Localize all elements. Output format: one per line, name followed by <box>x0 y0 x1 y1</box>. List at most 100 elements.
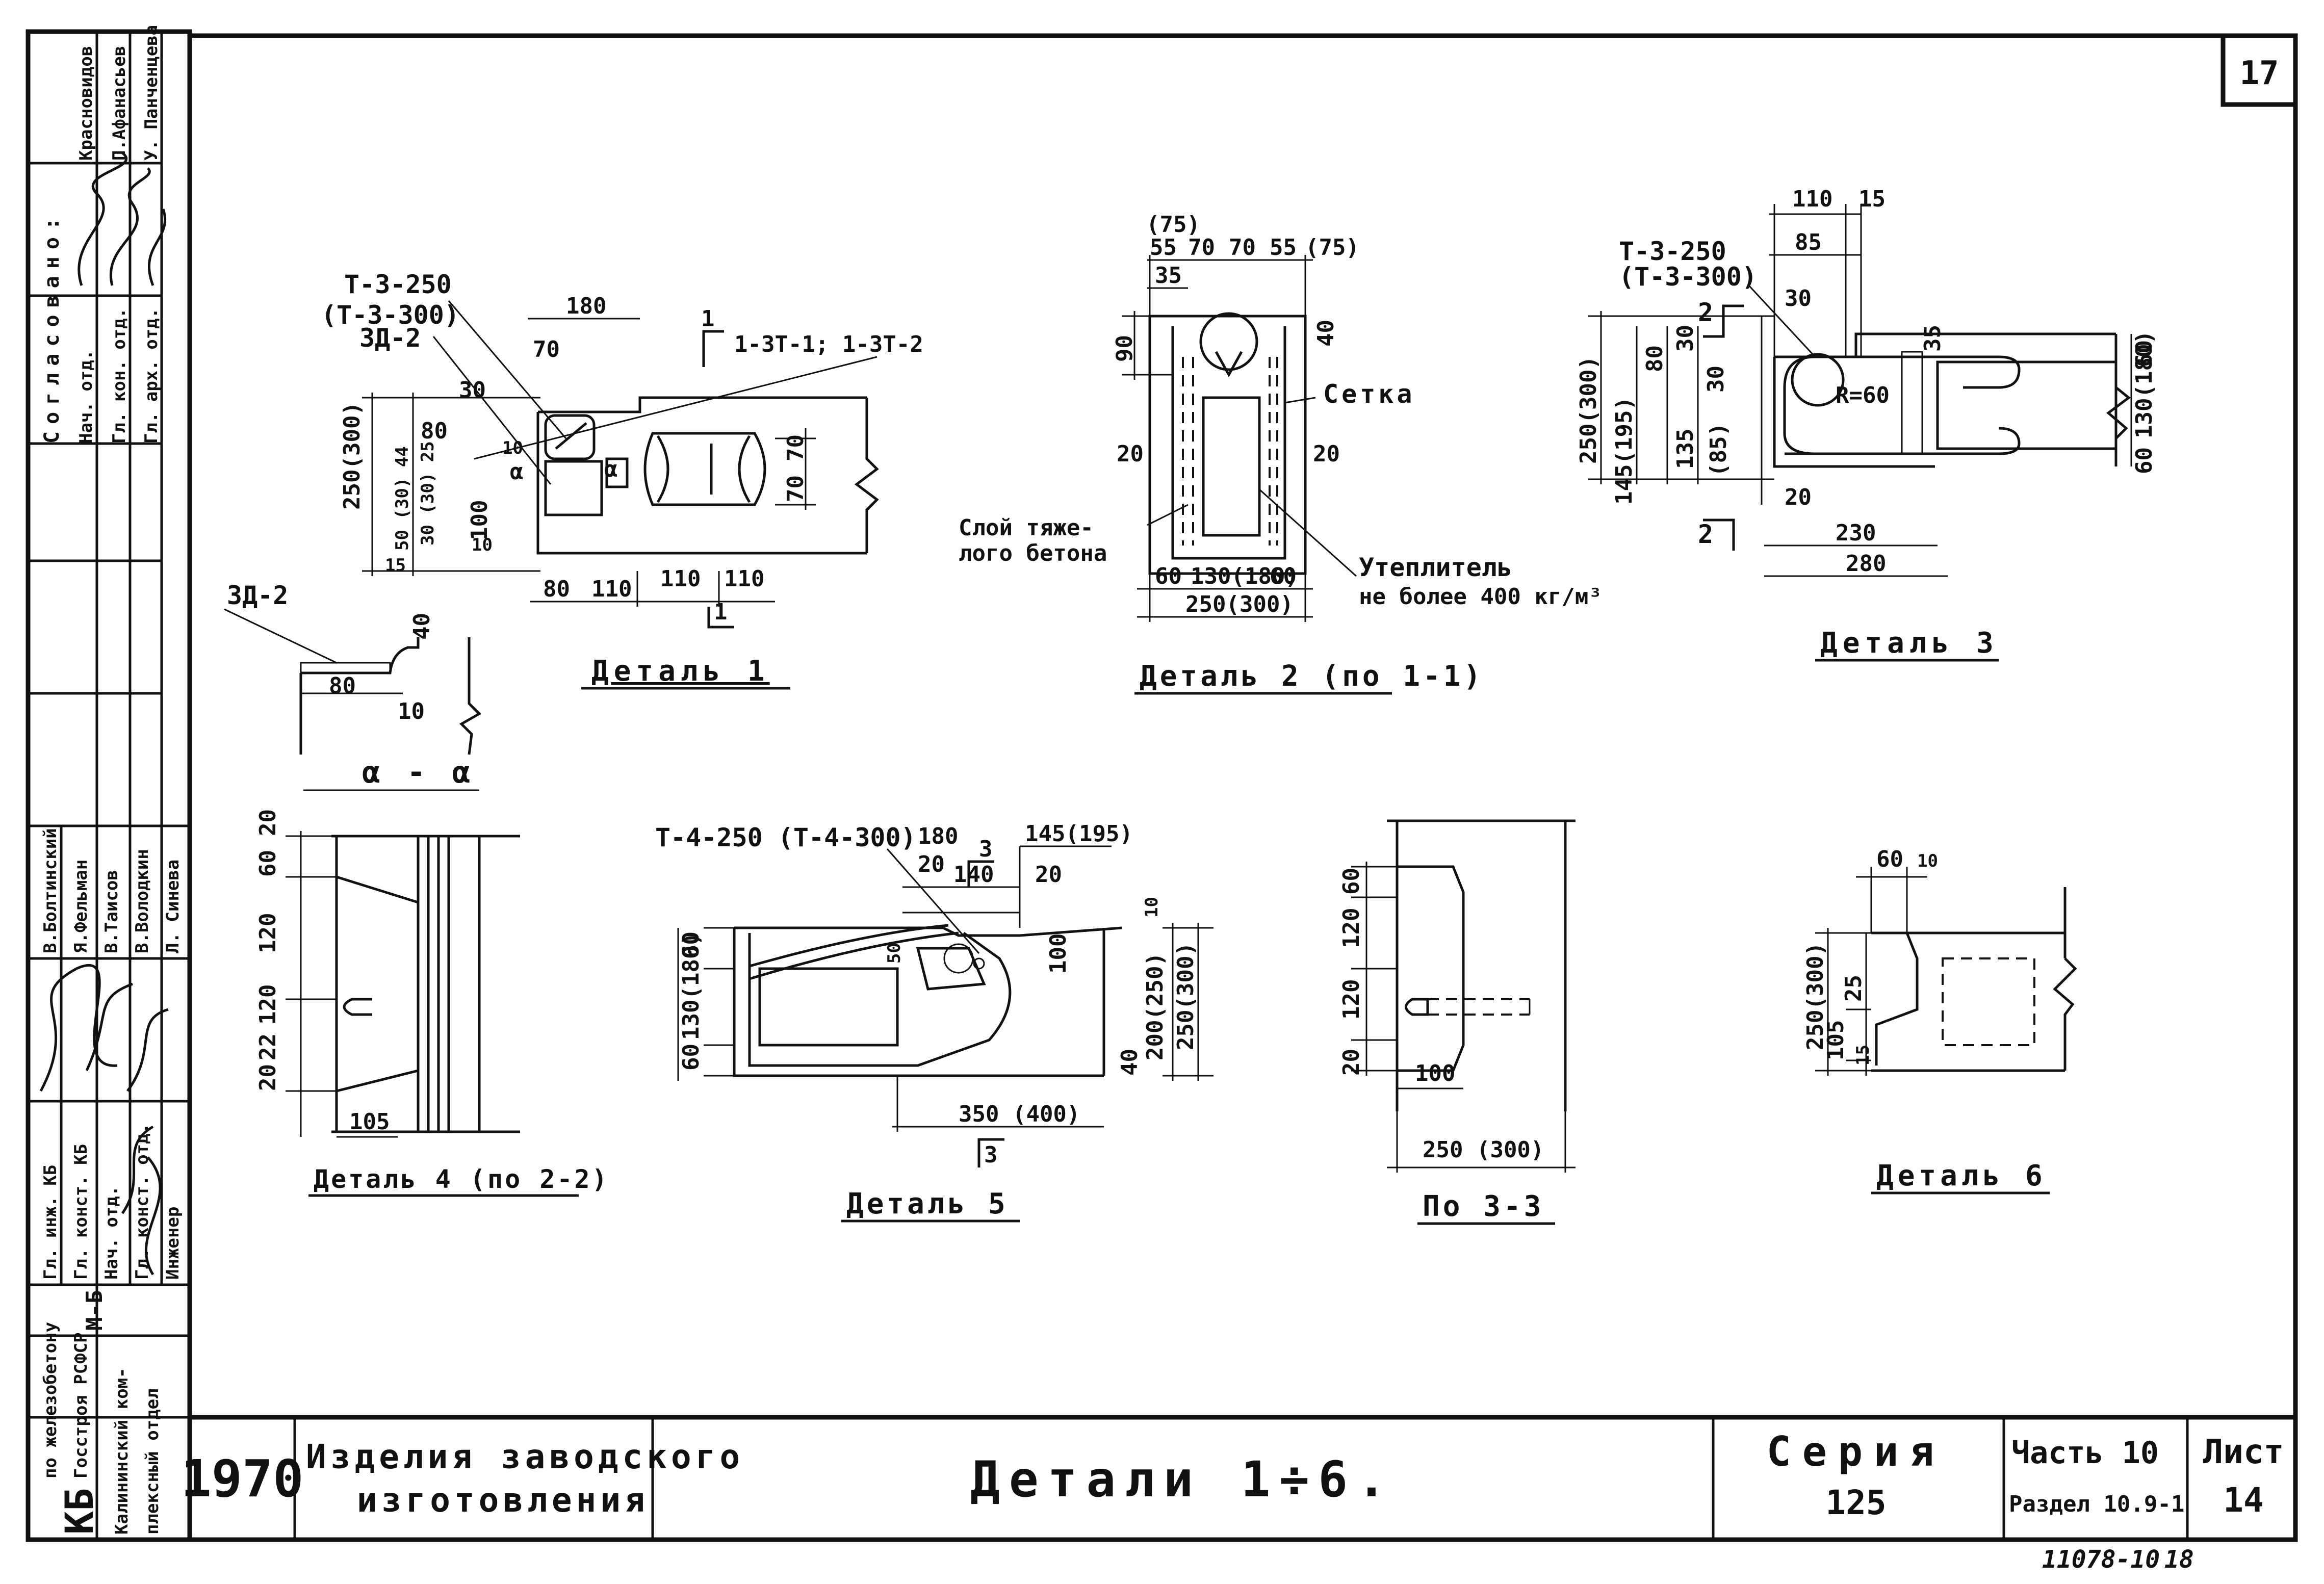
dept-line-1: Калининский ком- <box>112 1367 132 1535</box>
series-label: Серия <box>1767 1428 1946 1475</box>
sig-name-4: В.Володкин <box>132 849 152 953</box>
dept-line-2: плексный отдел <box>142 1388 163 1535</box>
sig-name-3: В.Таисов <box>101 870 122 953</box>
handwritten-signatures <box>39 152 169 1276</box>
sig-role-5: Инженер <box>163 1207 183 1280</box>
d6-dim-25: 25 <box>1841 975 1867 1002</box>
d33-dim-250-300: 250 (300) <box>1423 1137 1544 1163</box>
d4-dim-120-b: 120 <box>255 984 281 1025</box>
sig-name-1: В.Болтинский <box>40 828 61 953</box>
approval-role-1: Нач. отд. <box>76 350 96 444</box>
d33-dim-20: 20 <box>1338 1049 1364 1076</box>
stamp-number: 11078-10 <box>2042 1545 2160 1574</box>
d1-dim-110-b: 110 <box>660 566 701 592</box>
approval-name-3: У. Панченцева <box>141 25 162 161</box>
d6-dim-60: 60 <box>1876 846 1903 872</box>
d1-dim-100: 100 <box>467 500 493 540</box>
d2-dim-20-right: 20 <box>1313 441 1340 467</box>
d3-dim-280: 280 <box>1846 551 1886 577</box>
detail-3 <box>1588 204 2132 577</box>
d2-label-mesh: Сетка <box>1323 379 1415 409</box>
detail-6 <box>1815 867 2077 1076</box>
d1-dim-30-30-25: 30 (30) 25 <box>418 441 438 546</box>
daa-dim-10: 10 <box>398 698 425 724</box>
d33-dim-100: 100 <box>1415 1060 1455 1086</box>
d1-dim-15: 15 <box>385 555 406 576</box>
d5-dim-10: 10 <box>1142 897 1162 918</box>
d2-title: Деталь 2 (по 1-1) <box>1140 660 1484 693</box>
d3-dim-20: 20 <box>1785 484 1812 510</box>
d1-dim-70: 70 <box>533 336 560 362</box>
d2-label-insulation: Утеплитель <box>1359 553 1512 582</box>
d5-dim-40: 40 <box>1117 1049 1143 1076</box>
sig-role-2: Гл. конст. КБ <box>71 1144 91 1280</box>
d6-dim-250-300: 250(300) <box>1802 942 1828 1050</box>
d1-dim-30: 30 <box>459 377 486 403</box>
d2-dim-70-left: 70 <box>1188 235 1215 261</box>
org-line-1: по железобетону <box>40 1322 61 1478</box>
detail-1 <box>362 300 879 629</box>
drawing-title: Детали 1÷6. <box>970 1451 1396 1508</box>
sig-role-3: Нач. отд. <box>101 1186 122 1280</box>
d2-dim-75-right: (75) <box>1305 235 1359 261</box>
d1-dim-250-300: 250(300) <box>339 402 365 510</box>
d3-dim-35: 35 <box>1920 325 1946 352</box>
d5-dim-130-180: 130(180) <box>678 932 704 1040</box>
d5-dim-250-300: 250(300) <box>1173 942 1199 1050</box>
d2-label-heavy-concrete-2: лого бетона <box>959 540 1107 566</box>
d1-section-mark-top: 1 <box>701 306 715 332</box>
d5-dim-200-250: 200(250) <box>1142 952 1168 1060</box>
d3-section-mark-bottom: 2 <box>1698 520 1713 549</box>
daa-dim-80: 80 <box>329 673 356 699</box>
d4-dim-20-top: 20 <box>255 809 281 836</box>
d2-dim-90: 90 <box>1112 335 1138 362</box>
d4-dim-105: 105 <box>349 1109 390 1135</box>
d3-label-t3-250: Т-3-250 <box>1619 237 1726 266</box>
d1-dim-10-b: 10 <box>472 535 493 555</box>
d5-dim-50: 50 <box>884 943 905 964</box>
d3-dim-30-b: 30 <box>1703 366 1729 393</box>
daa-title: α - α <box>362 755 475 790</box>
d4-title: Деталь 4 (по 2-2) <box>314 1164 609 1194</box>
d1-title: Деталь 1 <box>591 655 770 688</box>
d2-dim-20-left: 20 <box>1117 441 1144 467</box>
d2-dim-60-right: 60 <box>1270 563 1297 589</box>
d1-dim-70-a: 70 <box>783 434 809 461</box>
d33-dim-60: 60 <box>1338 868 1364 895</box>
d5-title: Деталь 5 <box>846 1187 1009 1221</box>
approval-role-2: Гл. кон. отд. <box>109 308 130 444</box>
org-abbr: КБ <box>57 1488 102 1535</box>
d3-dim-30-a: 30 <box>1672 325 1698 352</box>
sig-name-2: Я.Фельман <box>71 860 91 953</box>
product-line-2: изготовления <box>357 1481 649 1520</box>
d1-dim-110-a: 110 <box>591 576 632 602</box>
d5-dim-60-top: 60 <box>678 931 704 958</box>
d33-dim-120-b: 120 <box>1338 979 1364 1020</box>
d3-dim-135: 135 <box>1672 429 1698 469</box>
d33-dim-120-a: 120 <box>1338 908 1364 948</box>
detail-5 <box>677 845 1213 1167</box>
approval-name-2: П.Афанасьев <box>109 46 130 161</box>
d5-dim-145-195: 145(195) <box>1025 821 1133 847</box>
d3-dim-145-195: 145(195) <box>1611 397 1637 505</box>
sheet-number: 17 <box>2239 55 2279 92</box>
d5-dim-100: 100 <box>1045 933 1071 974</box>
d2-dim-60-left: 60 <box>1155 563 1182 589</box>
d3-section-mark-top: 2 <box>1698 298 1713 327</box>
d2-dim-55-right: 55 <box>1270 235 1297 261</box>
d5-dim-20-right: 20 <box>1035 862 1062 888</box>
detail-alpha-alpha <box>299 637 482 791</box>
d1-dim-10-a: 10 <box>502 438 523 458</box>
list-value: 14 <box>2223 1481 2263 1520</box>
approval-header: Согласовано: <box>40 211 64 444</box>
d2-label-density: не более 400 кг/м³ <box>1359 584 1602 610</box>
d4-dim-20-bottom: 20 <box>255 1064 281 1091</box>
d3-title: Деталь 3 <box>1820 627 1999 660</box>
org-line-2: Госстроя РСФСР <box>71 1332 91 1478</box>
d1-dim-80-bottom: 80 <box>543 576 570 602</box>
code: М-Б <box>82 1290 108 1331</box>
d5-dim-20-left: 20 <box>918 851 945 877</box>
sheet-frame <box>25 29 2298 1542</box>
list-label: Лист <box>2203 1432 2284 1471</box>
